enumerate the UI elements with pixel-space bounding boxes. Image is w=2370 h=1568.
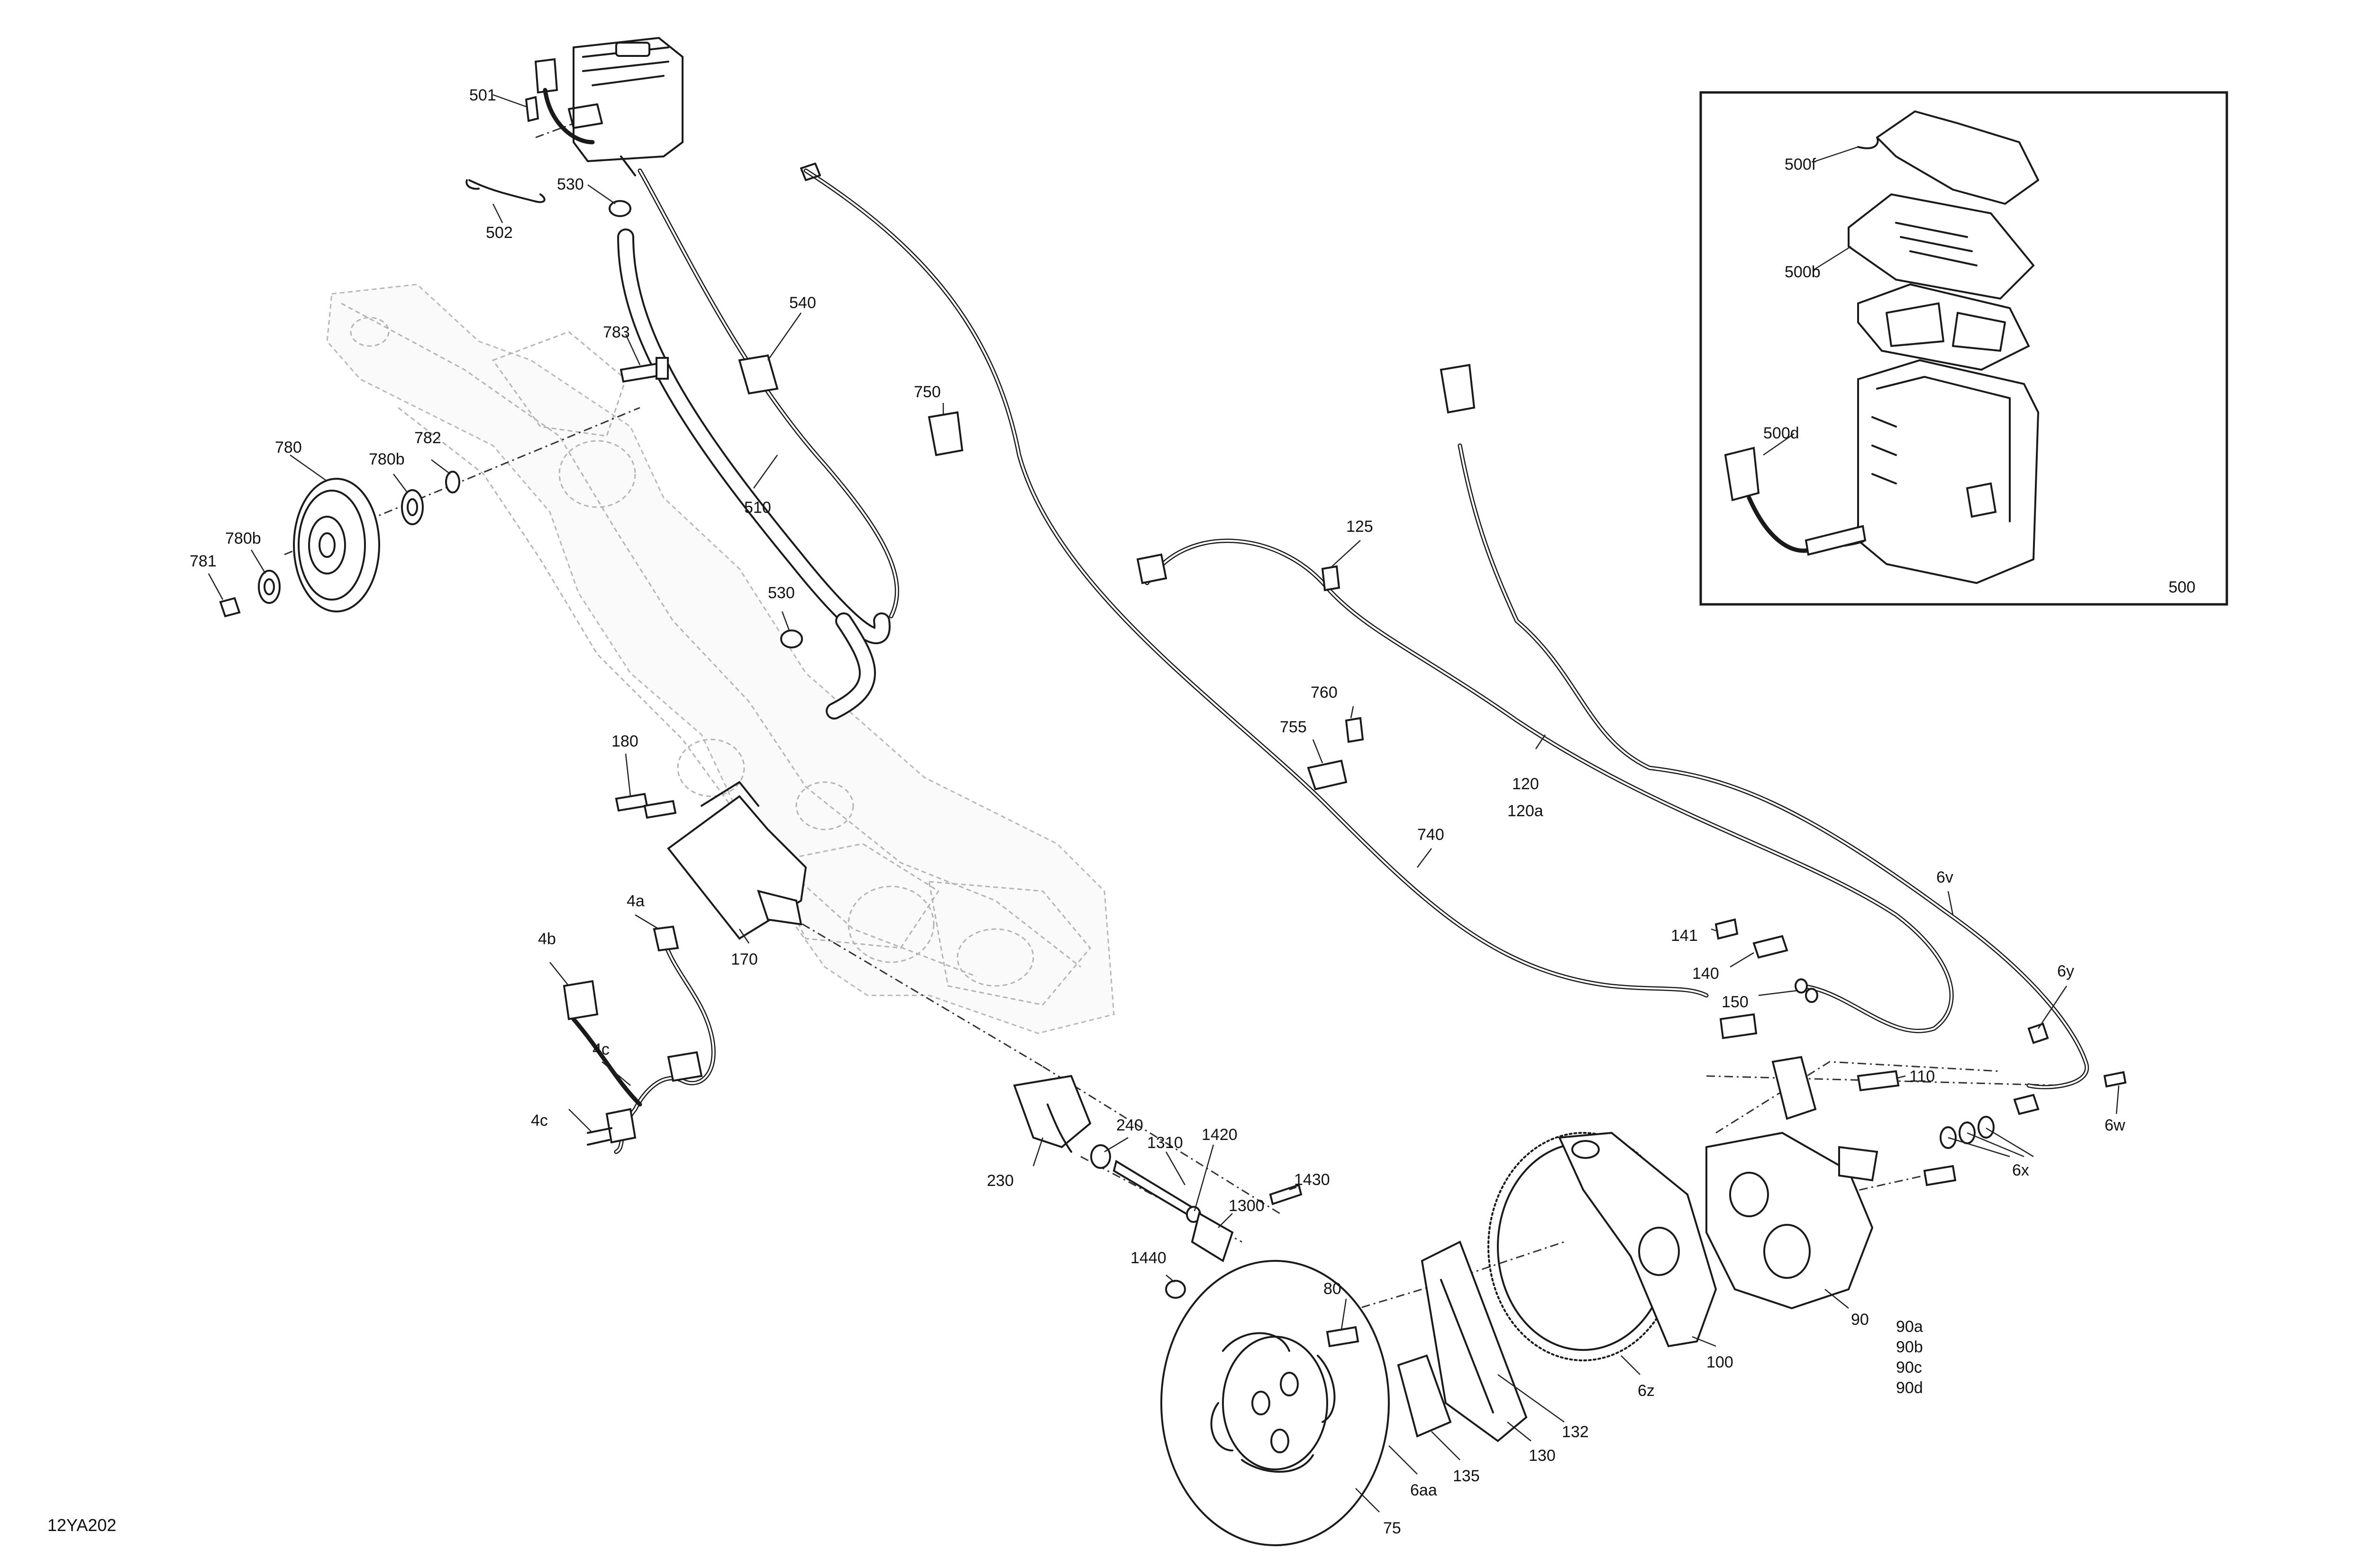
callout-6y: 6y (2057, 962, 2074, 980)
callout-1440: 1440 (1130, 1249, 1167, 1267)
fastener (2103, 1071, 2127, 1088)
callout-90d: 90d (1896, 1379, 1923, 1397)
callout-1310: 1310 (1147, 1134, 1183, 1152)
brake-fluid-reservoir (525, 36, 684, 176)
callout-6v: 6v (1936, 868, 1953, 886)
inset-callout-500d: 500d (1763, 424, 1799, 442)
speed-sensor (563, 925, 703, 1146)
callout-labels: 501 502 530 540 783 750 780 780b 782 780… (47, 86, 2196, 1537)
callout-110: 110 (1909, 1067, 1935, 1085)
callout-740: 740 (1417, 826, 1444, 844)
brake-disc (1160, 1260, 1390, 1546)
callout-781: 781 (190, 552, 217, 570)
callout-170: 170 (731, 950, 758, 968)
bolt-head (656, 357, 669, 380)
fastener (1345, 717, 1364, 743)
callout-90c: 90c (1896, 1358, 1922, 1377)
leader-lines (208, 94, 2120, 1513)
line-clip (928, 411, 964, 456)
inset-callout-500f: 500f (1785, 155, 1816, 173)
callout-75: 75 (1383, 1519, 1401, 1537)
line-clamp (1307, 759, 1348, 791)
fastener (1321, 565, 1340, 592)
callout-120a: 120a (1507, 802, 1543, 820)
brake-lines (571, 168, 2089, 1154)
callout-1420: 1420 (1202, 1126, 1238, 1144)
callout-80: 80 (1323, 1280, 1341, 1298)
callout-782: 782 (414, 429, 441, 447)
callout-1430: 1430 (1294, 1171, 1330, 1189)
callout-130: 130 (1529, 1447, 1556, 1465)
callout-132: 132 (1562, 1423, 1589, 1441)
callout-230: 230 (987, 1172, 1014, 1190)
callout-140: 140 (1692, 965, 1719, 983)
hose-clamp (609, 200, 631, 217)
brake-pads (1397, 1240, 1528, 1442)
swingarm-phantom (326, 283, 1115, 1034)
figure-code: 12YA202 (47, 1515, 116, 1535)
brake-caliper (1705, 1056, 1957, 1310)
callout-780b: 780b (225, 529, 261, 547)
callout-135: 135 (1453, 1467, 1480, 1485)
hose-bracket (738, 354, 779, 395)
callout-6w: 6w (2105, 1116, 2125, 1134)
callout-6x: 6x (2012, 1161, 2029, 1179)
callout-240: 240 (1116, 1116, 1143, 1134)
fastener (2027, 1022, 2049, 1044)
callout-6z: 6z (1638, 1382, 1655, 1400)
callout-4b: 4b (538, 930, 556, 948)
callout-501: 501 (469, 86, 496, 104)
callout-4c: 4c (592, 1040, 610, 1058)
callout-141: 141 (1671, 927, 1698, 945)
callout-510: 510 (744, 499, 771, 517)
sensor-connector (1440, 364, 1476, 414)
callout-100: 100 (1706, 1353, 1733, 1371)
banjo-fittings (1714, 918, 1818, 1039)
cable-end (800, 163, 821, 181)
callout-180: 180 (611, 732, 638, 750)
hose-clamp (780, 629, 803, 648)
callout-90b: 90b (1896, 1338, 1923, 1356)
callout-755: 755 (1280, 718, 1307, 736)
callout-1300: 1300 (1229, 1197, 1265, 1215)
callout-90a: 90a (1896, 1318, 1923, 1336)
callout-4c: 4c (531, 1112, 548, 1130)
line-fitting (1136, 553, 1167, 584)
pulley-assembly (219, 471, 460, 618)
callout-125: 125 (1346, 518, 1373, 536)
master-cylinder (615, 781, 807, 940)
inset-callout-500b: 500b (1785, 263, 1821, 281)
callout-760: 760 (1311, 684, 1338, 702)
callout-150: 150 (1722, 993, 1749, 1011)
inset-callout-500: 500 (2169, 578, 2196, 596)
callout-540: 540 (789, 294, 816, 312)
callout-90: 90 (1851, 1311, 1869, 1329)
callout-6aa: 6aa (1410, 1481, 1437, 1499)
callout-780: 780 (275, 438, 302, 456)
sealing-washers (1940, 1094, 2040, 1149)
caliper-bracket (1558, 1131, 1717, 1348)
callout-780b: 780b (369, 450, 405, 468)
callout-530: 530 (557, 175, 584, 193)
retaining-clip (465, 179, 546, 203)
callout-502: 502 (486, 224, 513, 242)
callout-783: 783 (603, 323, 630, 341)
callout-4a: 4a (627, 892, 645, 910)
inset-panel (1699, 91, 2228, 606)
callout-750: 750 (914, 383, 941, 401)
callout-120: 120 (1512, 775, 1539, 793)
callout-530: 530 (768, 584, 795, 602)
pushrod-assembly (1013, 1075, 1303, 1299)
